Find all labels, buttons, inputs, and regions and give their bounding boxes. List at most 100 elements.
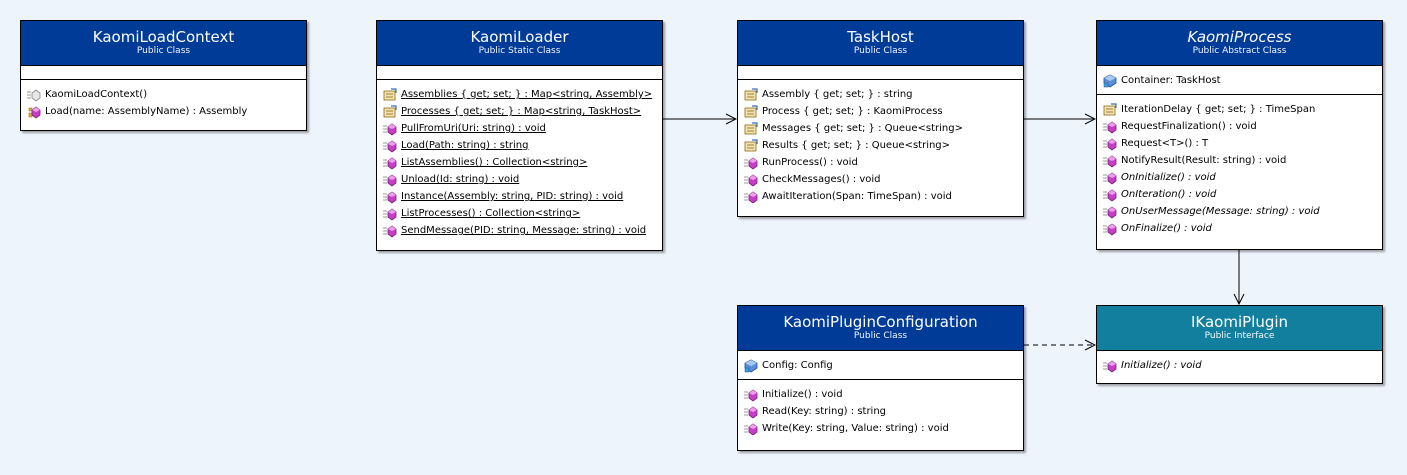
member-row[interactable]: Messages { get; set; } : Queue<string> bbox=[738, 120, 1023, 137]
class-name: KaomiLoader bbox=[470, 28, 569, 46]
method-icon bbox=[1103, 171, 1117, 185]
member-row[interactable]: Load(Path: string) : string bbox=[377, 137, 662, 154]
class-header: KaomiProcess Public Abstract Class bbox=[1097, 21, 1382, 66]
method-icon bbox=[744, 190, 758, 204]
member-text: AwaitIteration(Span: TimeSpan) : void bbox=[762, 191, 952, 202]
class-kaomi-process[interactable]: KaomiProcess Public Abstract Class Conta… bbox=[1096, 20, 1383, 250]
fields-compartment: Config: Config bbox=[738, 351, 1023, 380]
member-text: Processes { get; set; } : Map<string, Ta… bbox=[401, 106, 642, 117]
member-row[interactable]: OnInitialize() : void bbox=[1097, 169, 1382, 186]
member-text: Container: TaskHost bbox=[1121, 75, 1221, 86]
member-text: IterationDelay { get; set; } : TimeSpan bbox=[1121, 104, 1316, 115]
property-icon bbox=[383, 104, 397, 119]
member-text: Initialize() : void bbox=[762, 389, 843, 400]
method-icon bbox=[1103, 120, 1117, 134]
class-stereotype: Public Class bbox=[136, 46, 191, 56]
member-row[interactable]: Instance(Assembly: string, PID: string) … bbox=[377, 188, 662, 205]
member-row[interactable]: Unload(Id: string) : void bbox=[377, 171, 662, 188]
member-row[interactable]: Results { get; set; } : Queue<string> bbox=[738, 137, 1023, 154]
method-icon bbox=[1103, 137, 1117, 151]
class-kaomi-plugin-configuration[interactable]: KaomiPluginConfiguration Public Class Co… bbox=[737, 305, 1024, 451]
member-text: Instance(Assembly: string, PID: string) … bbox=[401, 191, 624, 202]
class-kaomi-loader[interactable]: KaomiLoader Public Static Class Assembli… bbox=[376, 20, 663, 251]
member-row[interactable]: RequestFinalization() : void bbox=[1097, 118, 1382, 135]
property-icon bbox=[1103, 102, 1117, 117]
methods-compartment: Initialize() : void bbox=[1097, 351, 1382, 379]
property-icon bbox=[744, 121, 758, 136]
property-icon bbox=[744, 138, 758, 153]
class-task-host[interactable]: TaskHost Public Class Assembly { get; se… bbox=[737, 20, 1024, 217]
member-text: Results { get; set; } : Queue<string> bbox=[762, 140, 951, 151]
property-icon bbox=[744, 87, 758, 102]
member-row[interactable]: Process { get; set; } : KaomiProcess bbox=[738, 103, 1023, 120]
member-text: NotifyResult(Result: string) : void bbox=[1121, 155, 1287, 166]
class-name: KaomiPluginConfiguration bbox=[783, 313, 978, 331]
constructor-icon bbox=[27, 88, 41, 102]
member-row[interactable]: NotifyResult(Result: string) : void bbox=[1097, 152, 1382, 169]
member-row[interactable]: Request<T>() : T bbox=[1097, 135, 1382, 152]
member-row[interactable]: OnUserMessage(Message: string) : void bbox=[1097, 203, 1382, 220]
member-row[interactable]: Processes { get; set; } : Map<string, Ta… bbox=[377, 103, 662, 120]
property-icon bbox=[744, 104, 758, 119]
method-icon bbox=[1103, 359, 1117, 373]
member-row[interactable]: Assemblies { get; set; } : Map<string, A… bbox=[377, 86, 662, 103]
methods-compartment: KaomiLoadContext() Load(name: AssemblyNam… bbox=[21, 80, 306, 125]
member-row[interactable]: Initialize() : void bbox=[1097, 357, 1382, 374]
field-icon bbox=[744, 359, 758, 373]
method-icon bbox=[1103, 188, 1117, 202]
interface-header: IKaomiPlugin Public Interface bbox=[1097, 306, 1382, 351]
interface-ikaomi-plugin[interactable]: IKaomiPlugin Public Interface Initialize… bbox=[1096, 305, 1383, 384]
member-text: CheckMessages() : void bbox=[762, 174, 881, 185]
member-text: Load(Path: string) : string bbox=[401, 140, 529, 151]
member-row[interactable]: AwaitIteration(Span: TimeSpan) : void bbox=[738, 188, 1023, 205]
method-icon bbox=[744, 388, 758, 402]
class-header: KaomiLoadContext Public Class bbox=[21, 21, 306, 66]
fields-compartment bbox=[377, 66, 662, 80]
member-row[interactable]: SendMessage(PID: string, Message: string… bbox=[377, 222, 662, 239]
class-name: KaomiProcess bbox=[1187, 28, 1292, 46]
class-name: KaomiLoadContext bbox=[92, 28, 235, 46]
fields-compartment: Container: TaskHost bbox=[1097, 66, 1382, 95]
member-row[interactable]: RunProcess() : void bbox=[738, 154, 1023, 171]
member-text: OnFinalize() : void bbox=[1121, 223, 1212, 234]
member-row[interactable]: Initialize() : void bbox=[738, 386, 1023, 403]
method-icon bbox=[1103, 205, 1117, 219]
member-text: KaomiLoadContext() bbox=[45, 89, 148, 100]
class-name: TaskHost bbox=[847, 28, 914, 46]
member-row[interactable]: Load(name: AssemblyName) : Assembly bbox=[21, 103, 306, 120]
member-row[interactable]: ListProcesses() : Collection<string> bbox=[377, 205, 662, 222]
member-row[interactable]: Config: Config bbox=[738, 357, 1023, 374]
member-row[interactable]: OnIteration() : void bbox=[1097, 186, 1382, 203]
member-text: Process { get; set; } : KaomiProcess bbox=[762, 106, 943, 117]
member-text: OnIteration() : void bbox=[1121, 189, 1217, 200]
protected-override-method-icon bbox=[27, 105, 41, 119]
member-row[interactable]: Write(Key: string, Value: string) : void bbox=[738, 420, 1023, 437]
member-row[interactable]: Read(Key: string) : string bbox=[738, 403, 1023, 420]
member-text: Initialize() : void bbox=[1121, 360, 1202, 371]
class-stereotype: Public Abstract Class bbox=[1192, 46, 1287, 56]
method-icon bbox=[383, 190, 397, 204]
class-stereotype: Public Class bbox=[853, 46, 908, 56]
member-text: SendMessage(PID: string, Message: string… bbox=[401, 225, 647, 236]
member-row[interactable]: IterationDelay { get; set; } : TimeSpan bbox=[1097, 101, 1382, 118]
method-icon bbox=[383, 122, 397, 136]
member-row[interactable]: ListAssemblies() : Collection<string> bbox=[377, 154, 662, 171]
method-icon bbox=[1103, 154, 1117, 168]
member-row[interactable]: Assembly { get; set; } : string bbox=[738, 86, 1023, 103]
member-row[interactable]: OnFinalize() : void bbox=[1097, 220, 1382, 237]
class-header: KaomiPluginConfiguration Public Class bbox=[738, 306, 1023, 351]
member-row[interactable]: KaomiLoadContext() bbox=[21, 86, 306, 103]
method-icon bbox=[744, 405, 758, 419]
fields-compartment bbox=[21, 66, 306, 80]
class-kaomi-load-context[interactable]: KaomiLoadContext Public Class KaomiLoadC… bbox=[20, 20, 307, 131]
member-row[interactable]: CheckMessages() : void bbox=[738, 171, 1023, 188]
member-row[interactable]: Container: TaskHost bbox=[1097, 72, 1382, 89]
member-row[interactable]: PullFromUri(Uri: string) : void bbox=[377, 120, 662, 137]
member-text: Config: Config bbox=[762, 360, 833, 371]
field-icon bbox=[1103, 74, 1117, 88]
method-icon bbox=[744, 422, 758, 436]
